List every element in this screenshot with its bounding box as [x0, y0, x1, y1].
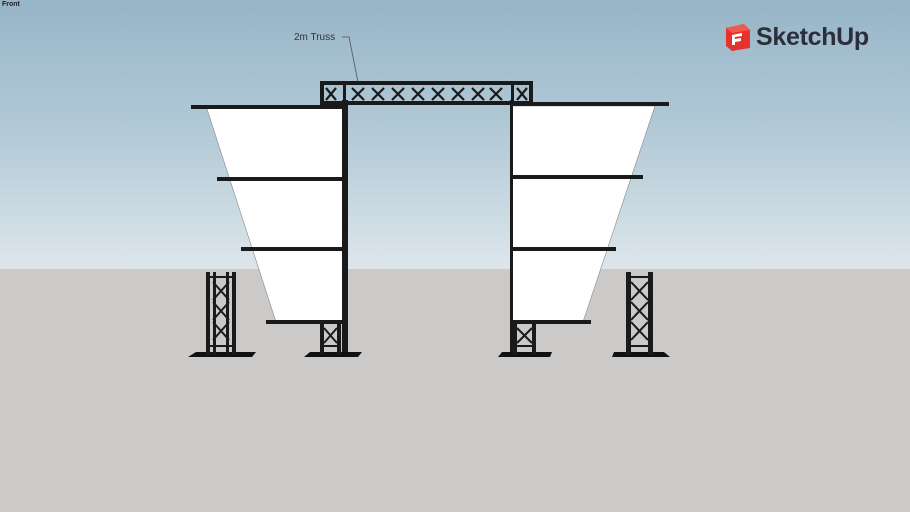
- sky-background: [0, 0, 910, 269]
- right-frame: [510, 100, 669, 354]
- top-truss: [320, 81, 533, 105]
- sketchup-logo-icon: [726, 24, 750, 51]
- annotation-leader-line: [342, 36, 359, 83]
- annotation-label[interactable]: 2m Truss: [294, 32, 336, 43]
- sketchup-logo: SketchUp: [724, 22, 869, 52]
- left-frame: [191, 100, 348, 354]
- right-base-truss: [498, 322, 552, 357]
- logo-text: SketchUp: [756, 22, 869, 51]
- left-base-truss: [304, 322, 362, 357]
- right-screen: [511, 105, 656, 323]
- ground-plane: [0, 269, 910, 512]
- right-tower: [612, 272, 670, 357]
- left-tower: [188, 272, 256, 357]
- scene-tab-label[interactable]: Front: [2, 1, 20, 8]
